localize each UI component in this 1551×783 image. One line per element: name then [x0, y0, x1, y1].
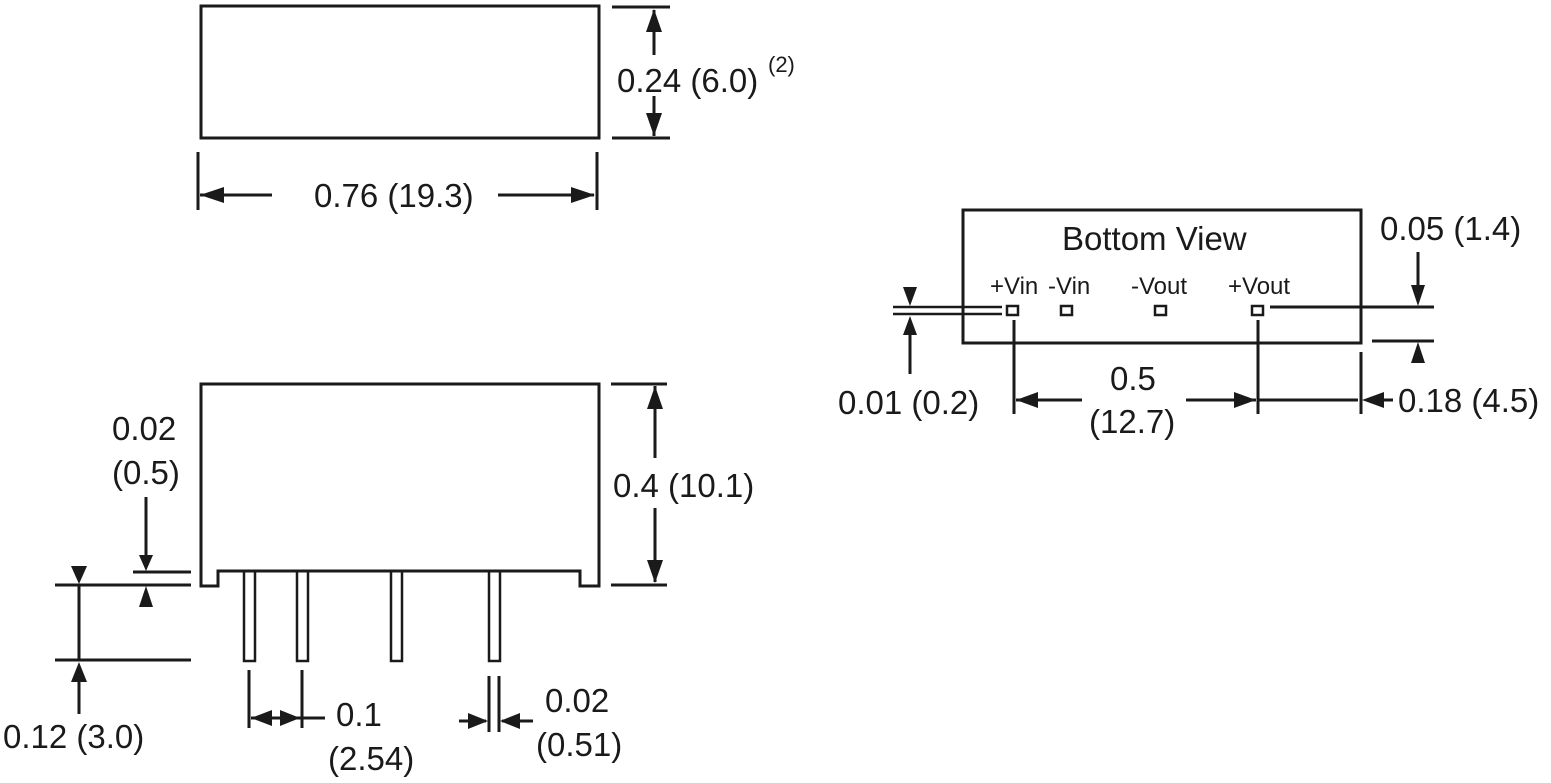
arrowhead: [1411, 342, 1425, 363]
pin-span-label-line1: 0.5: [1110, 360, 1156, 397]
arrowhead: [903, 316, 917, 335]
arrowhead: [646, 9, 662, 32]
pin-width-label-line2: (0.51): [536, 726, 622, 763]
pin-plus-vin: [242, 569, 257, 663]
top-height-label: 0.24 (6.0): [617, 62, 758, 99]
arrowhead: [1411, 285, 1425, 306]
arrowhead: [571, 187, 595, 203]
pin-length-label: 0.12 (3.0): [3, 718, 144, 755]
pin-offset-label: 0.05 (1.4): [1380, 210, 1521, 247]
pin-tolerance-label: 0.01 (0.2): [838, 384, 979, 421]
pin-label-minus-vin: -Vin: [1048, 273, 1090, 300]
arrowhead: [647, 560, 663, 583]
arrowhead: [139, 586, 153, 607]
top-height-footnote: (2): [768, 52, 795, 77]
pin-pitch-label-line1: 0.1: [336, 696, 382, 733]
arrowhead: [1234, 392, 1256, 408]
pin-span-label-line2: (12.7): [1089, 403, 1175, 440]
arrowhead: [71, 566, 87, 584]
top-width-label: 0.76 (19.3): [314, 177, 474, 214]
pin-minus-vin: [295, 569, 310, 663]
pin-label-plus-vin: +Vin: [990, 273, 1038, 300]
bottom-view-body: [961, 208, 1363, 345]
standoff-label-line2: (0.5): [112, 454, 180, 491]
bottom-view-title: Bottom View: [1062, 220, 1247, 257]
arrowhead: [139, 555, 153, 571]
side-view: 0.4 (10.1) 0.02 (0.5) 0.12 (3.0) 0.1 (2.…: [3, 382, 754, 777]
top-view: 0.24 (6.0) (2) 0.76 (19.3): [196, 4, 795, 214]
pin-plus-vout: [487, 569, 502, 663]
side-view-body: [199, 382, 601, 588]
bottom-view: Bottom View +Vin -Vin -Vout +Vout 0.01 (…: [838, 208, 1539, 440]
arrowhead: [903, 287, 917, 306]
arrowhead: [280, 710, 300, 726]
arrowhead: [200, 187, 224, 203]
arrowhead: [468, 713, 488, 729]
pin-pad-minus-vout: [1153, 304, 1168, 317]
pin-minus-vout: [389, 569, 404, 663]
side-height-label: 0.4 (10.1): [613, 467, 754, 504]
arrowhead: [646, 113, 662, 136]
pin-width-label-line1: 0.02: [545, 682, 609, 719]
arrowhead: [1362, 392, 1384, 408]
pin-label-plus-vout: +Vout: [1228, 273, 1290, 300]
pin-pitch-label-line2: (2.54): [328, 740, 414, 777]
pin-pad-plus-vout: [1250, 304, 1265, 317]
pin-label-minus-vout: -Vout: [1131, 273, 1187, 300]
arrowhead: [500, 713, 520, 729]
pin-pad-minus-vin: [1059, 304, 1074, 317]
arrowhead: [71, 662, 87, 682]
pin-pad-plus-vin: [1005, 304, 1020, 317]
arrowhead: [1016, 392, 1038, 408]
standoff-label-line1: 0.02: [112, 410, 176, 447]
arrowhead: [251, 710, 272, 726]
top-view-body: [199, 4, 601, 140]
arrowhead: [647, 386, 663, 409]
edge-offset-label: 0.18 (4.5): [1398, 382, 1539, 419]
